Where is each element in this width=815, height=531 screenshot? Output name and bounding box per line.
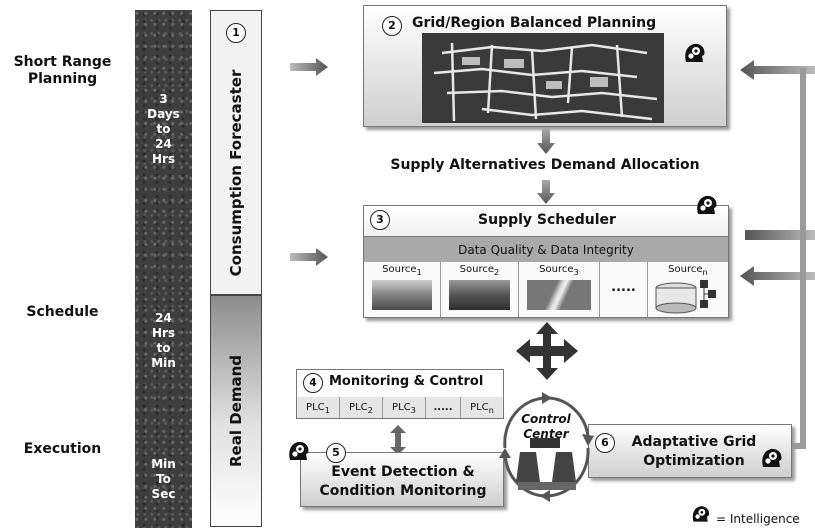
real-demand-bar: Real Demand [210,295,262,527]
plc-cell-n: PLCn [461,397,503,418]
source-cell-3: Source3 [519,262,600,317]
timeline-range-hours: 24 Hrs to Min [151,311,176,370]
grid-planning-title: Grid/Region Balanced Planning [412,15,657,31]
step-number-3: 3 [370,210,390,230]
supply-scheduler-title: Supply Scheduler [478,212,616,228]
lake-image [449,280,510,310]
source-label: Source2 [459,264,500,277]
grid-map-image [422,33,664,123]
step-number-1: 1 [226,23,246,43]
plc-cell-1: PLC1 [297,397,340,418]
intelligence-brain-icon [762,448,782,467]
down-arrow-icon [537,128,555,154]
step-number-5: 5 [326,443,346,463]
data-quality-band: Data Quality & Data Integrity [364,236,728,264]
step-number-2: 2 [382,16,402,36]
plc-cell-ellipsis: ..... [426,397,461,418]
source-cell-n: Sourcen [648,262,728,317]
legend-intelligence-label: = Intelligence [716,512,800,526]
step-number-4: 4 [303,373,323,393]
event-detection-panel: 5 Event Detection & Condition Monitoring [300,443,504,507]
control-center-cycle [499,392,594,502]
event-detection-title: Event Detection & Condition Monitoring [319,464,487,499]
timeline-strip [135,10,192,528]
up-down-arrow-icon [390,425,406,455]
intelligence-brain-icon [685,43,705,62]
source-label: Source1 [382,264,422,277]
step-number-6: 6 [595,433,615,453]
adaptative-grid-panel: 6 Adaptative Grid Optimization [588,424,792,478]
label-short-range-planning: Short Range Planning [13,54,112,87]
timeline-range-days: 3 Days to 24 Hrs [147,92,180,166]
adaptative-grid-title: Adaptative Grid Optimization [631,434,757,469]
source-ellipsis: ..... [611,280,636,295]
consumption-forecaster-label: Consumption Forecaster [227,69,245,276]
grid-planning-panel: 2 Grid/Region Balanced Planning [363,5,727,127]
consumption-forecaster-bar: 1 Consumption Forecaster [210,10,262,295]
intelligence-brain-icon [697,195,717,214]
plc-cell-2: PLC2 [340,397,383,418]
monitoring-control-title: Monitoring & Control [329,374,484,389]
source-cell-ellipsis: ..... [600,262,648,317]
control-center-label: Control Center [521,412,571,441]
landscape-image [372,280,432,310]
intelligence-brain-icon [289,441,309,460]
timeline-range-minutes: Min To Sec [151,457,176,501]
source-cell-2: Source2 [441,262,519,317]
forecast-arrow-icon [290,58,328,76]
down-arrow-icon [537,180,555,204]
tank-icon [655,280,716,314]
source-label: Sourcen [668,264,708,277]
four-way-arrow-icon [516,322,578,380]
feedback-arrow-icon [740,60,815,449]
real-demand-label: Real Demand [227,354,245,468]
source-cell-1: Source1 [364,262,441,317]
label-execution: Execution [23,441,102,457]
supply-alternatives-label: Supply Alternatives Demand Allocation [390,157,700,173]
label-schedule: Schedule [26,304,99,320]
demand-arrow-icon [290,248,328,266]
plc-cell-3: PLC3 [383,397,426,418]
intelligence-brain-icon [692,506,710,522]
canal-image [527,280,591,310]
source-label: Source3 [539,264,579,277]
